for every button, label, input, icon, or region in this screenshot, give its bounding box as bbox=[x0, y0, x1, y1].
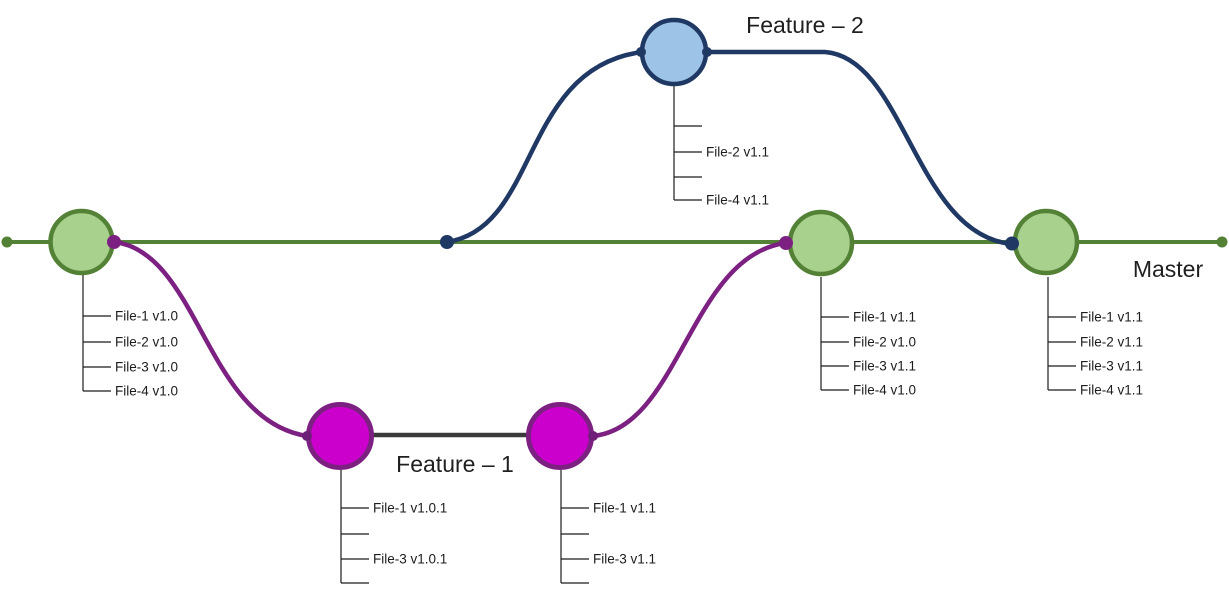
file-list-master-commit-3: File-1 v1.1 File-2 v1.1 File-3 v1.1 File… bbox=[1047, 277, 1143, 398]
file-list-feature1-commit-2: File-1 v1.1 File-3 v1.1 bbox=[560, 470, 656, 584]
commit-node-master-3 bbox=[1012, 208, 1080, 276]
commit-node-master-2 bbox=[787, 209, 855, 277]
file-label: File-2 v1.1 bbox=[706, 145, 769, 160]
feature1-branch-out-curve bbox=[112, 239, 310, 439]
file-label: File-3 v1.0 bbox=[115, 360, 178, 375]
feature2-merge-point-dot bbox=[1005, 236, 1019, 251]
file-label: File-2 v1.0 bbox=[115, 335, 178, 350]
master-line-end-dot bbox=[1216, 236, 1228, 248]
file-list-master-commit-2: File-1 v1.1 File-2 v1.0 File-3 v1.1 File… bbox=[820, 277, 916, 398]
file-label: File-3 v1.1 bbox=[593, 552, 656, 567]
feature1-branch-label: Feature – 1 bbox=[396, 451, 514, 477]
master-branch-label: Master bbox=[1133, 256, 1204, 282]
feature2-node-exit-dot bbox=[702, 47, 712, 57]
commit-node-feature1-2 bbox=[526, 402, 594, 470]
commit-node-feature1-1 bbox=[306, 402, 374, 470]
file-label: File-4 v1.0 bbox=[853, 383, 916, 398]
file-label: File-1 v1.1 bbox=[593, 501, 656, 516]
file-label: File-1 v1.1 bbox=[853, 310, 916, 325]
feature1-merge-point-dot bbox=[779, 236, 793, 250]
commit-node-master-1 bbox=[48, 208, 115, 276]
file-label: File-1 v1.0 bbox=[115, 309, 178, 324]
file-label: File-2 v1.0 bbox=[853, 335, 916, 350]
feature1-node2-exit-dot bbox=[588, 431, 598, 441]
feature1-branch-point-dot bbox=[107, 235, 121, 249]
file-label: File-3 v1.1 bbox=[853, 359, 916, 374]
file-list-feature1-commit-1: File-1 v1.0.1 File-3 v1.0.1 bbox=[340, 470, 447, 584]
feature1-node1-entry-dot bbox=[302, 431, 312, 441]
file-label: File-3 v1.0.1 bbox=[373, 552, 447, 567]
file-label: File-3 v1.1 bbox=[1080, 359, 1143, 374]
feature2-node-entry-dot bbox=[636, 47, 646, 57]
commit-node-feature2 bbox=[639, 17, 709, 87]
feature1-merge-curve bbox=[590, 240, 789, 439]
file-label: File-1 v1.0.1 bbox=[373, 501, 447, 516]
file-list-feature2-commit: File-2 v1.1 File-4 v1.1 bbox=[673, 86, 769, 208]
file-label: File-4 v1.0 bbox=[115, 384, 178, 399]
feature2-branch-point-dot bbox=[440, 235, 454, 249]
master-line-start-dot bbox=[1, 236, 13, 248]
file-label: File-1 v1.1 bbox=[1080, 310, 1143, 325]
file-label: File-4 v1.1 bbox=[706, 193, 769, 208]
file-list-master-commit-1: File-1 v1.0 File-2 v1.0 File-3 v1.0 File… bbox=[82, 275, 178, 399]
file-label: File-4 v1.1 bbox=[1080, 383, 1143, 398]
feature2-branch-label: Feature – 2 bbox=[746, 12, 864, 38]
file-label: File-2 v1.1 bbox=[1080, 335, 1143, 350]
